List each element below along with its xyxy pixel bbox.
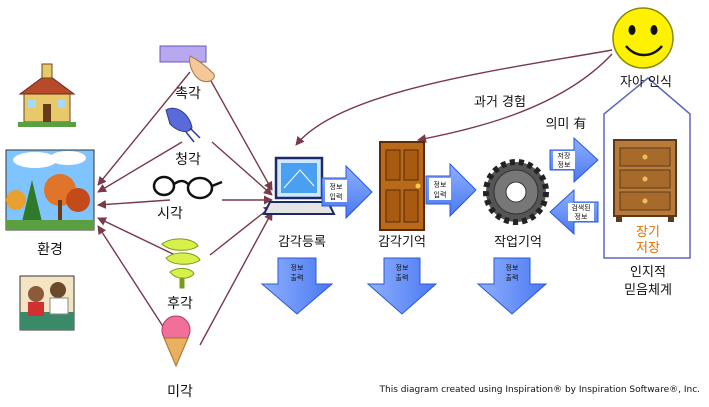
belief-system-line1: 인지적 bbox=[630, 265, 666, 280]
long-term-label-line2: 저장 bbox=[636, 241, 660, 256]
svg-text:정보: 정보 bbox=[330, 182, 343, 191]
school-house-icon bbox=[18, 63, 76, 127]
stage-working-memory: 작업기억 bbox=[494, 235, 542, 250]
store-info-arrow: 저장 정보 bbox=[549, 136, 599, 184]
info-output-arrow-2: 정보 출력 bbox=[366, 257, 438, 315]
svg-text:정보: 정보 bbox=[434, 180, 447, 189]
svg-text:입력: 입력 bbox=[434, 191, 447, 199]
svg-text:저장: 저장 bbox=[558, 151, 571, 160]
credit-text: This diagram created using Inspiration® … bbox=[379, 385, 700, 395]
stage-sensory-register: 감각등록 bbox=[278, 235, 326, 250]
computer-icon bbox=[262, 156, 336, 215]
retrieved-info-arrow: 검색된 정보 bbox=[549, 188, 599, 236]
stage-sensory-memory: 감각기억 bbox=[378, 235, 426, 250]
svg-text:출력: 출력 bbox=[506, 273, 519, 282]
sense-label-touch: 촉각 bbox=[175, 86, 201, 102]
info-output-arrow-3: 정보 출력 bbox=[476, 257, 548, 315]
info-input-arrow-2: 정보 입력 bbox=[425, 162, 477, 218]
info-output-arrow-1: 정보 출력 bbox=[260, 257, 334, 315]
sense-label-taste: 미각 bbox=[167, 384, 193, 400]
sense-label-smell: 후각 bbox=[167, 296, 193, 312]
forest-scene-icon bbox=[5, 149, 95, 231]
svg-text:정보: 정보 bbox=[506, 263, 519, 272]
svg-text:정보: 정보 bbox=[558, 160, 571, 169]
svg-text:출력: 출력 bbox=[396, 273, 409, 282]
environment-label: 환경 bbox=[37, 242, 63, 258]
smell-wave-icon bbox=[161, 238, 201, 289]
door-icon bbox=[379, 141, 425, 231]
hand-touch-icon bbox=[159, 45, 215, 83]
ear-sound-icon bbox=[165, 107, 201, 143]
self-awareness-label: 자아 인식 bbox=[620, 75, 672, 90]
drawer-cabinet-icon bbox=[613, 139, 677, 222]
sense-connectors bbox=[97, 49, 613, 346]
svg-text:입력: 입력 bbox=[330, 193, 343, 201]
ice-cream-icon bbox=[161, 315, 191, 368]
past-experience-label: 과거 경험 bbox=[474, 95, 526, 110]
meaning-label: 의미 有 bbox=[545, 117, 586, 132]
long-term-store-frame bbox=[603, 77, 691, 259]
classroom-people-icon bbox=[19, 275, 75, 331]
sense-label-hearing: 청각 bbox=[175, 152, 201, 168]
smiley-face-icon bbox=[612, 7, 674, 69]
svg-text:정보: 정보 bbox=[396, 263, 409, 272]
svg-text:정보: 정보 bbox=[575, 212, 588, 221]
svg-text:정보: 정보 bbox=[291, 263, 304, 272]
gear-icon bbox=[483, 159, 549, 225]
long-term-label-line1: 장기 bbox=[636, 225, 660, 240]
svg-text:출력: 출력 bbox=[291, 273, 304, 282]
belief-system-line2: 믿음체계 bbox=[624, 283, 672, 298]
sense-label-sight: 시각 bbox=[157, 206, 183, 222]
glasses-icon bbox=[152, 175, 223, 200]
svg-text:검색된: 검색된 bbox=[571, 203, 590, 212]
info-input-arrow-1: 정보 입력 bbox=[321, 164, 373, 220]
